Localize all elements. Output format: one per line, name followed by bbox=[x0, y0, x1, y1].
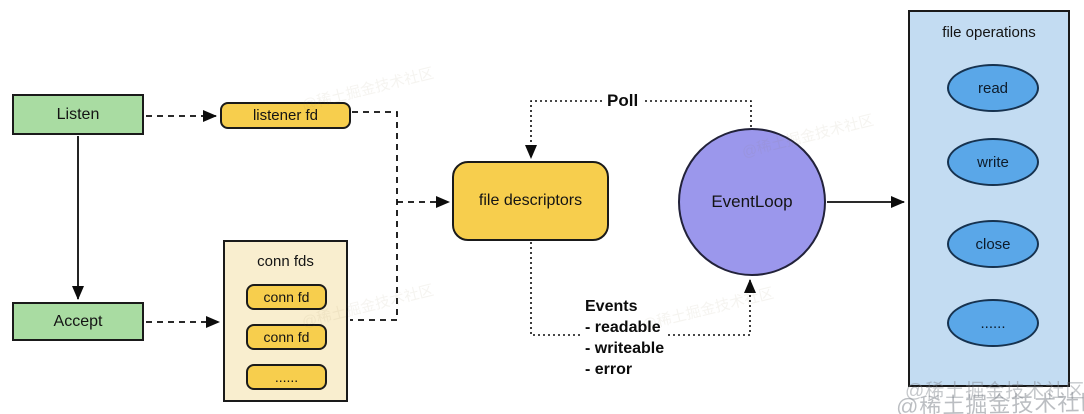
edge-label-events: Events - readable - writeable - error bbox=[581, 296, 669, 380]
container-file-operations: file operations read write close ...... bbox=[908, 10, 1070, 387]
node-event-loop-label: EventLoop bbox=[711, 192, 793, 211]
node-listener-fd: listener fd bbox=[220, 102, 351, 129]
node-op-read-label: read bbox=[977, 79, 1009, 97]
events-item-error: - error bbox=[585, 361, 633, 378]
container-conn-fds: conn fds conn fd conn fd ...... bbox=[223, 240, 348, 402]
node-listen: Listen bbox=[12, 94, 144, 135]
node-conn-fd-1: conn fd bbox=[246, 284, 327, 310]
node-accept-label: Accept bbox=[53, 312, 103, 330]
node-op-ellipsis: ...... bbox=[947, 299, 1039, 347]
node-op-write: write bbox=[947, 138, 1039, 186]
node-event-loop: EventLoop bbox=[678, 128, 826, 276]
node-listen-label: Listen bbox=[56, 105, 100, 123]
node-accept: Accept bbox=[12, 302, 144, 341]
node-listener-fd-label: listener fd bbox=[252, 107, 319, 124]
node-op-close: close bbox=[947, 220, 1039, 268]
container-conn-fds-title: conn fds bbox=[257, 253, 314, 270]
node-file-descriptors: file descriptors bbox=[452, 161, 609, 241]
node-file-descriptors-label: file descriptors bbox=[478, 192, 583, 209]
node-conn-fd-2: conn fd bbox=[246, 324, 327, 350]
node-conn-fd-1-label: conn fd bbox=[263, 289, 310, 305]
node-conn-fd-ellipsis: ...... bbox=[246, 364, 327, 390]
node-conn-fd-ellipsis-label: ...... bbox=[274, 369, 299, 385]
edge-label-poll: Poll bbox=[603, 91, 643, 111]
node-op-read: read bbox=[947, 64, 1039, 112]
events-item-readable: - readable bbox=[585, 319, 661, 336]
events-title: Events bbox=[585, 298, 638, 315]
node-op-write-label: write bbox=[977, 153, 1009, 171]
node-conn-fd-2-label: conn fd bbox=[263, 329, 310, 345]
community-watermark-bottom: @稀土掘金技术社区 bbox=[895, 389, 1084, 414]
edge-fd-merge-line bbox=[350, 111, 398, 321]
node-op-close-label: close bbox=[975, 235, 1011, 253]
node-op-ellipsis-label: ...... bbox=[980, 314, 1006, 332]
events-item-writeable: - writeable bbox=[585, 340, 665, 357]
container-file-operations-title: file operations bbox=[942, 24, 1036, 41]
